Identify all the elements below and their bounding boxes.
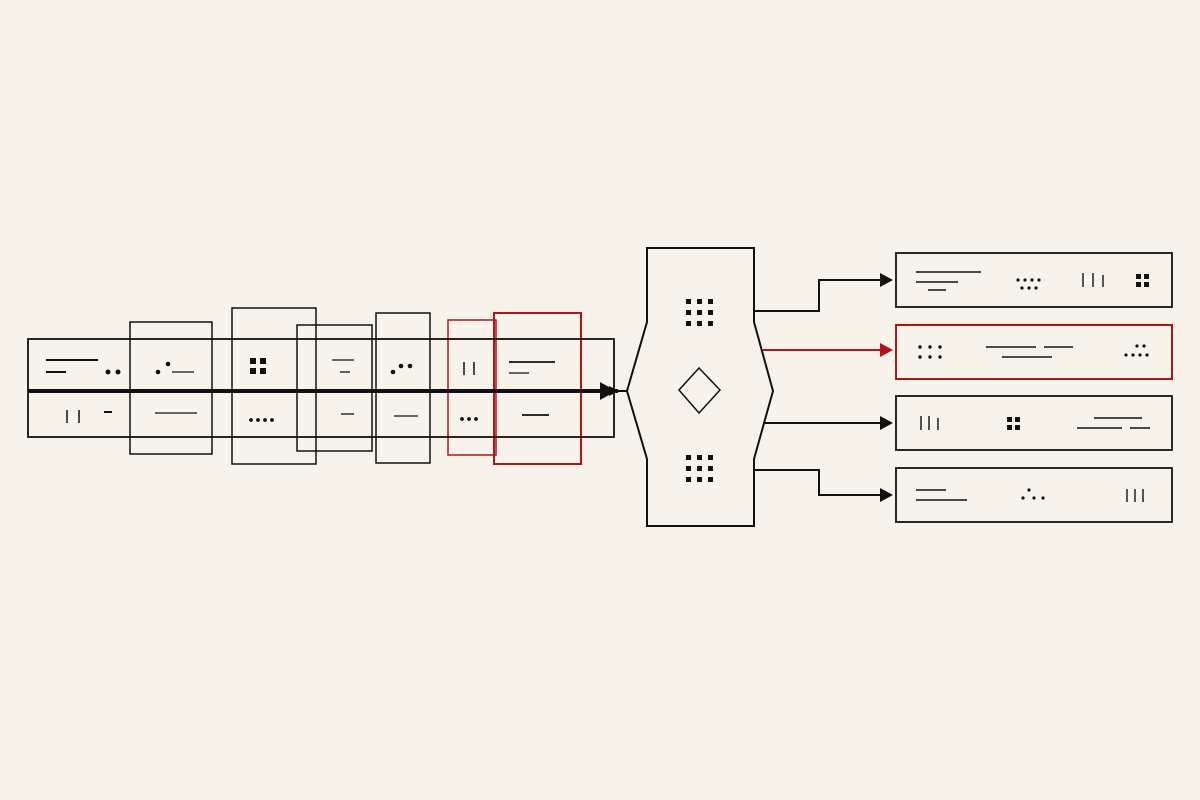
main-flow-arrowhead (600, 382, 616, 400)
input-band (27, 338, 615, 438)
input-frame-1 (129, 321, 213, 455)
dot-grid-icon (686, 299, 713, 326)
input-frame-2 (231, 307, 317, 465)
output-row-4 (895, 467, 1173, 523)
input-frame-4 (375, 312, 431, 464)
processor-block (616, 247, 775, 527)
input-frame-stack (129, 307, 582, 465)
output-row-2 (895, 324, 1173, 380)
output-row-3 (895, 395, 1173, 451)
arrowhead-3 (880, 416, 893, 430)
diamond-icon (677, 366, 722, 415)
output-connectors (754, 273, 893, 502)
output-rows (895, 252, 1173, 523)
processor-outline (625, 247, 775, 527)
dot-grid-icon (686, 455, 713, 482)
input-frame-3 (296, 324, 373, 452)
arrowhead-4 (880, 488, 893, 502)
input-frame-5 (447, 319, 497, 456)
arrowhead-1 (880, 273, 893, 287)
output-row-1 (895, 252, 1173, 308)
input-band-frame (27, 338, 615, 438)
connector-4 (754, 469, 882, 496)
input-frame-6 (493, 312, 582, 465)
connector-1 (754, 279, 882, 312)
input-band-glyphs-top (46, 358, 555, 375)
input-band-glyphs-bottom (66, 410, 549, 423)
arrowhead-2 (880, 343, 893, 357)
